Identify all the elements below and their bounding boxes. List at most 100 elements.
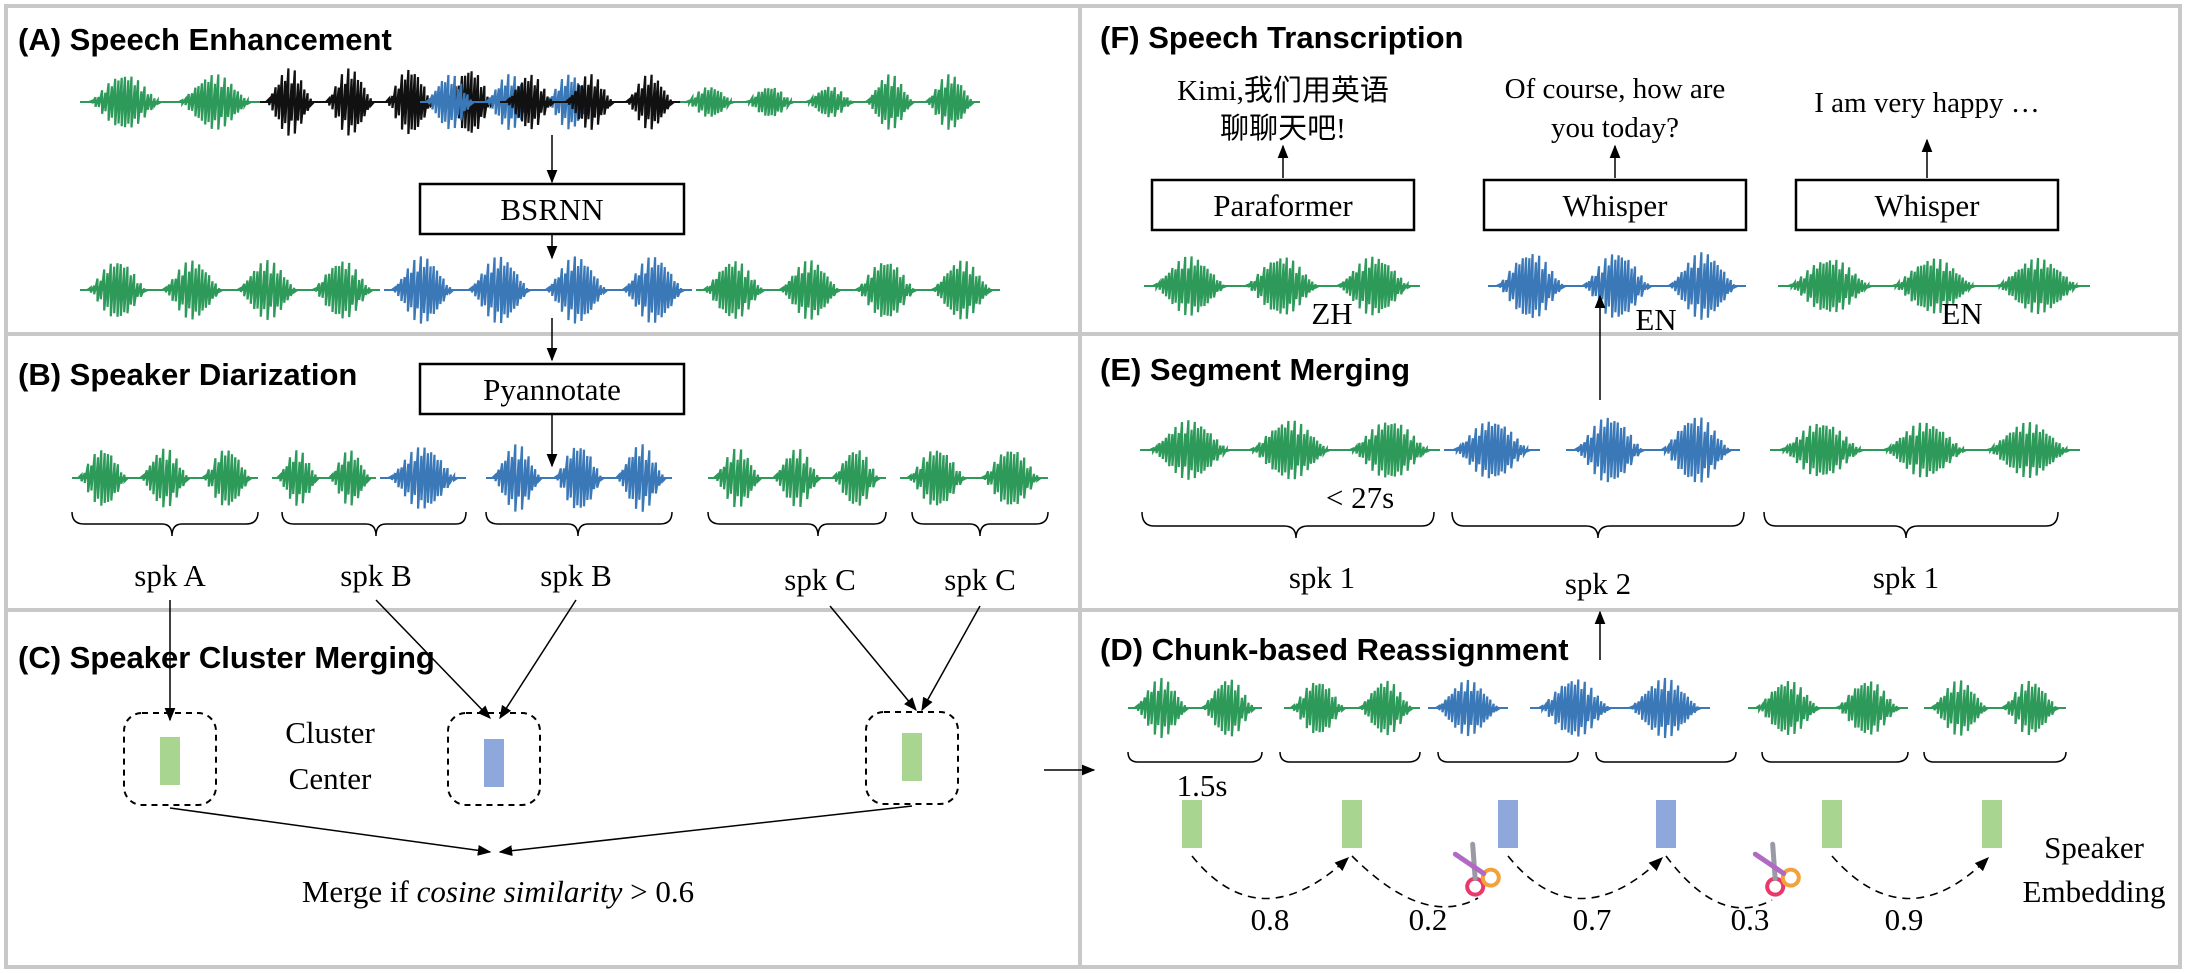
transcript-en-1-line-2: you today? bbox=[1551, 112, 1679, 144]
arrow-spkB1-to-cluster bbox=[375, 599, 491, 719]
waveform-e bbox=[1149, 420, 1231, 480]
scissors-icon bbox=[1752, 841, 1801, 897]
waveform-d bbox=[1358, 680, 1414, 736]
cluster-embedding-3 bbox=[902, 733, 922, 781]
waveform-a-input bbox=[565, 74, 615, 130]
waveform-a-enhanced bbox=[161, 260, 224, 320]
waveform-e bbox=[1779, 423, 1864, 477]
waveform-a-input bbox=[625, 74, 675, 130]
arrow-spkB2-to-cluster bbox=[499, 599, 577, 720]
panel-b-title: (B) Speaker Diarization bbox=[18, 357, 357, 392]
waveform-a-input bbox=[265, 68, 315, 136]
waveform-b bbox=[980, 451, 1042, 505]
waveform-b bbox=[139, 448, 191, 508]
waveform-a-enhanced bbox=[312, 261, 374, 319]
arrow-spkC2-to-cluster bbox=[921, 605, 981, 712]
speaker-label-e-1: spk 1 bbox=[1289, 560, 1355, 595]
waveform-a-enhanced bbox=[702, 261, 766, 319]
waveform-b bbox=[388, 447, 459, 509]
waveform-a-enhanced bbox=[236, 260, 299, 320]
brace-d-1 bbox=[1127, 751, 1263, 763]
waveform-a-enhanced bbox=[86, 263, 148, 317]
waveform-d bbox=[1201, 679, 1257, 737]
brace-b-4 bbox=[707, 511, 887, 537]
language-tag-2: EN bbox=[1635, 302, 1676, 337]
waveform-e bbox=[1453, 421, 1531, 479]
waveform-a-input bbox=[88, 76, 162, 128]
waveform-a-input bbox=[805, 86, 855, 118]
waveform-a-enhanced bbox=[931, 260, 994, 320]
paraformer-box bbox=[1150, 178, 1416, 232]
waveform-d bbox=[2001, 680, 2060, 736]
waveform-a-enhanced bbox=[468, 256, 531, 324]
whisper-label-2: Whisper bbox=[1874, 188, 1980, 223]
waveform-d bbox=[1435, 679, 1501, 737]
waveform-f bbox=[1336, 256, 1412, 316]
bsrnn-box bbox=[418, 182, 686, 236]
waveform-a-input bbox=[385, 69, 435, 135]
waveform-b bbox=[906, 450, 968, 506]
scissors-icon bbox=[1452, 841, 1501, 897]
waveform-f bbox=[1152, 256, 1228, 316]
panel-a-title: (A) Speech Enhancement bbox=[18, 22, 392, 57]
waveform-a-input bbox=[505, 74, 555, 130]
brace-b-5 bbox=[911, 511, 1049, 537]
language-tag-1: ZH bbox=[1311, 296, 1352, 331]
waveform-d bbox=[1290, 682, 1346, 734]
arrow-spkC1-to-cluster bbox=[829, 605, 917, 712]
waveform-f bbox=[1892, 258, 1976, 314]
transcript-zh-line-1: Kimi,我们用英语 bbox=[1177, 74, 1389, 107]
brace-e-1 bbox=[1141, 511, 1435, 539]
waveform-b bbox=[328, 450, 372, 506]
waveform-a-enhanced bbox=[545, 256, 609, 324]
speaker-label-b-4: spk C bbox=[784, 562, 856, 597]
waveform-f bbox=[1244, 257, 1320, 315]
brace-d-2 bbox=[1279, 751, 1421, 763]
similarity-curve-1 bbox=[1191, 855, 1350, 900]
speaker-label-b-2: spk B bbox=[340, 558, 412, 593]
chunk-size-label: 1.5s bbox=[1177, 768, 1228, 803]
waveform-f bbox=[1996, 257, 2080, 315]
cluster-center-label-2: Center bbox=[289, 761, 372, 796]
merge-rule-suffix: > 0.6 bbox=[622, 874, 694, 909]
waveform-f bbox=[1788, 259, 1872, 313]
waveform-e bbox=[1986, 422, 2071, 478]
waveform-b bbox=[491, 444, 543, 512]
cluster-box-2 bbox=[447, 712, 541, 806]
similarity-score-2: 0.2 bbox=[1409, 902, 1448, 937]
waveform-b bbox=[615, 444, 667, 512]
cluster-embedding-1 bbox=[160, 737, 180, 785]
waveform-f bbox=[1496, 254, 1566, 318]
arrow-cluster1-to-merge bbox=[169, 807, 492, 856]
similarity-curve-2 bbox=[1351, 855, 1479, 908]
whisper-label-1: Whisper bbox=[1562, 188, 1668, 223]
cluster-box-3 bbox=[865, 711, 959, 805]
waveform-a-input bbox=[325, 68, 375, 136]
speaker-embedding-label-1: Speaker bbox=[2044, 830, 2145, 865]
brace-d-4 bbox=[1595, 751, 1737, 763]
transcript-en-2-line-1: I am very happy … bbox=[1814, 87, 2040, 119]
panel-d-title: (D) Chunk-based Reassignment bbox=[1100, 632, 1569, 667]
waveform-b bbox=[713, 448, 763, 508]
waveform-a-input bbox=[425, 74, 475, 130]
waveform-e bbox=[1249, 420, 1331, 480]
speaker-label-b-3: spk B bbox=[540, 558, 612, 593]
waveform-e bbox=[1349, 422, 1431, 478]
cluster-center-label-1: Cluster bbox=[285, 715, 375, 750]
waveform-d bbox=[1930, 680, 1989, 736]
segment-limit-label: < 27s bbox=[1326, 480, 1394, 515]
waveform-d bbox=[1628, 677, 1702, 739]
merge-rule-italic: cosine similarity bbox=[417, 874, 623, 909]
waveform-a-input bbox=[745, 87, 795, 117]
speaker-label-e-2: spk 2 bbox=[1565, 566, 1631, 601]
arrow-cluster3-to-merge bbox=[498, 805, 913, 857]
similarity-score-5: 0.9 bbox=[1885, 902, 1924, 937]
brace-b-1 bbox=[71, 511, 259, 537]
speaker-embedding-label-2: Embedding bbox=[2023, 874, 2166, 909]
waveform-f bbox=[1667, 252, 1738, 320]
merge-rule: Merge if cosine similarity > 0.6 bbox=[302, 874, 694, 909]
panel-f-title: (F) Speech Transcription bbox=[1100, 20, 1463, 55]
cluster-embedding-2 bbox=[484, 739, 504, 787]
brace-b-3 bbox=[485, 511, 673, 537]
waveform-a-input bbox=[865, 74, 915, 130]
